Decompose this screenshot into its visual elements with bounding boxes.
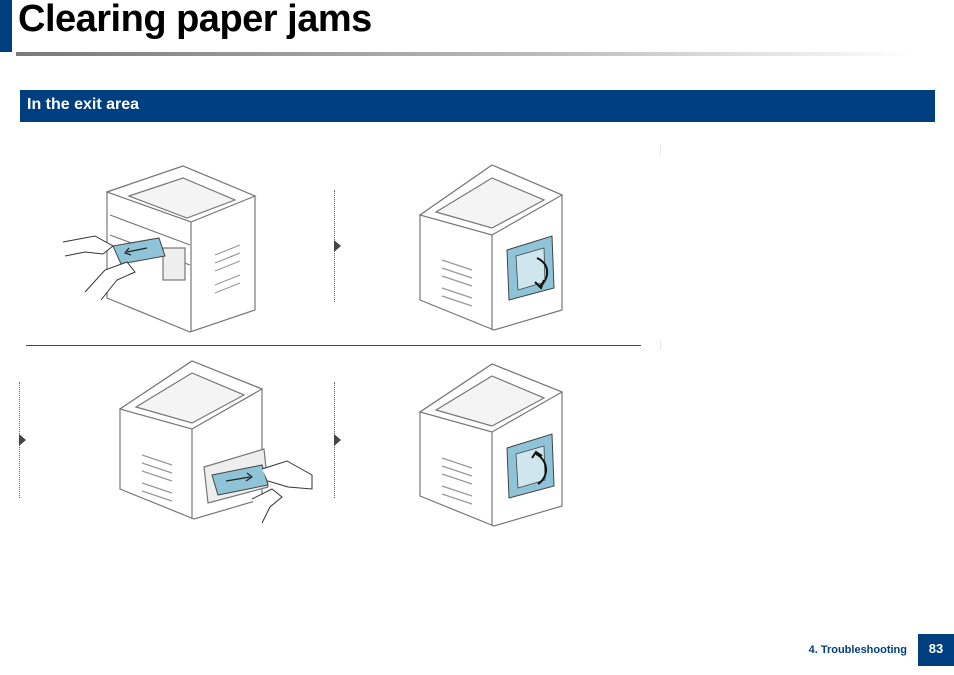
title-divider [16, 52, 916, 56]
printer-icon [120, 361, 268, 519]
section-header: In the exit area [20, 90, 935, 122]
step-open-rear-cover [412, 160, 587, 335]
next-step-arrow [334, 240, 341, 252]
step-remove-jammed-paper-rear [112, 357, 322, 527]
title-accent-bar [0, 0, 12, 52]
footer-chapter-label: 4. Troubleshooting [809, 644, 907, 656]
next-step-arrow [19, 434, 26, 446]
step-close-rear-cover [412, 360, 587, 530]
faint-mark [660, 340, 661, 350]
next-step-arrow [334, 434, 341, 446]
page-number: 83 [918, 634, 954, 666]
faint-mark [660, 145, 661, 155]
section-title: In the exit area [27, 96, 139, 114]
page-title: Clearing paper jams [18, 0, 372, 41]
row-divider [26, 345, 641, 346]
step-pull-paper-from-exit [55, 160, 265, 335]
